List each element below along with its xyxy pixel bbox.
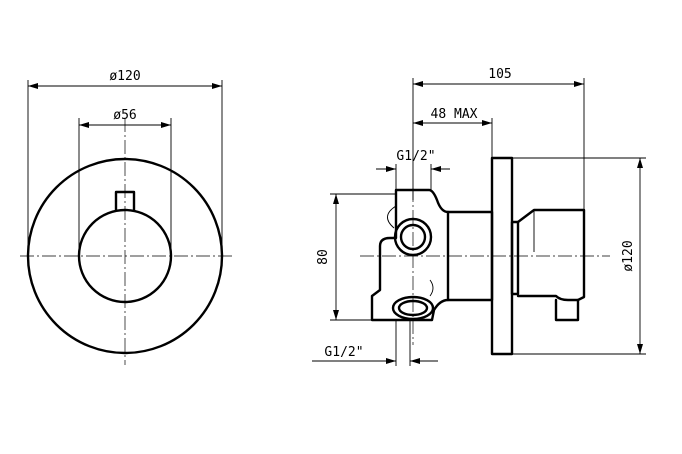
side-height-label: 80 xyxy=(316,249,331,265)
bottom-inlet-inner xyxy=(397,299,429,317)
handle-body xyxy=(516,208,586,302)
bottom-thread-label: G1/2" xyxy=(324,345,363,360)
dim-front-knob-arrow-right xyxy=(161,122,171,128)
dim-top-thread-arrow-left xyxy=(386,166,396,172)
dim-front-knob-arrow-left xyxy=(79,122,89,128)
valve-body-outline xyxy=(370,188,450,322)
valve-internal-arc-bottom xyxy=(429,279,434,297)
dim-side-height-arrow-bottom xyxy=(333,310,339,320)
dim-top-thread-arrow-right xyxy=(431,166,441,172)
handle-lever-tip xyxy=(554,298,580,322)
dim-front-outer-arrow-right xyxy=(212,83,222,89)
dim-side-depth-arrow-right xyxy=(574,81,584,87)
front-outer-diameter-label: ø120 xyxy=(109,69,140,84)
dim-side-height-arrow-top xyxy=(333,194,339,204)
dim-side-depth-arrow-left xyxy=(413,81,423,87)
dim-side-plate-arrow-bottom xyxy=(637,344,643,354)
side-plate-diameter-label: ø120 xyxy=(621,240,636,271)
side-view: 105 48 MAX G1/2" G1/2" 80 xyxy=(312,67,646,366)
knob-lever-tab xyxy=(114,190,136,212)
dim-side-max-arrow-right xyxy=(482,120,492,126)
top-inlet-inner xyxy=(399,223,427,251)
front-view: ø120 ø56 xyxy=(20,69,232,365)
valve-internal-arc-top xyxy=(387,205,397,229)
dim-bottom-thread-arrow-left xyxy=(386,358,396,364)
side-depth-label: 105 xyxy=(488,67,511,82)
plate-spacer xyxy=(510,220,520,296)
front-knob-diameter-label: ø56 xyxy=(113,108,136,123)
bottom-inlet-outer xyxy=(391,295,435,321)
top-inlet-outer xyxy=(393,217,433,257)
side-max-label: 48 MAX xyxy=(431,107,478,122)
dim-bottom-thread-arrow-right xyxy=(410,358,420,364)
dim-side-plate-arrow-top xyxy=(637,158,643,168)
top-thread-label: G1/2" xyxy=(396,149,435,164)
dim-side-max-arrow-left xyxy=(413,120,423,126)
dim-front-outer-arrow-left xyxy=(28,83,38,89)
